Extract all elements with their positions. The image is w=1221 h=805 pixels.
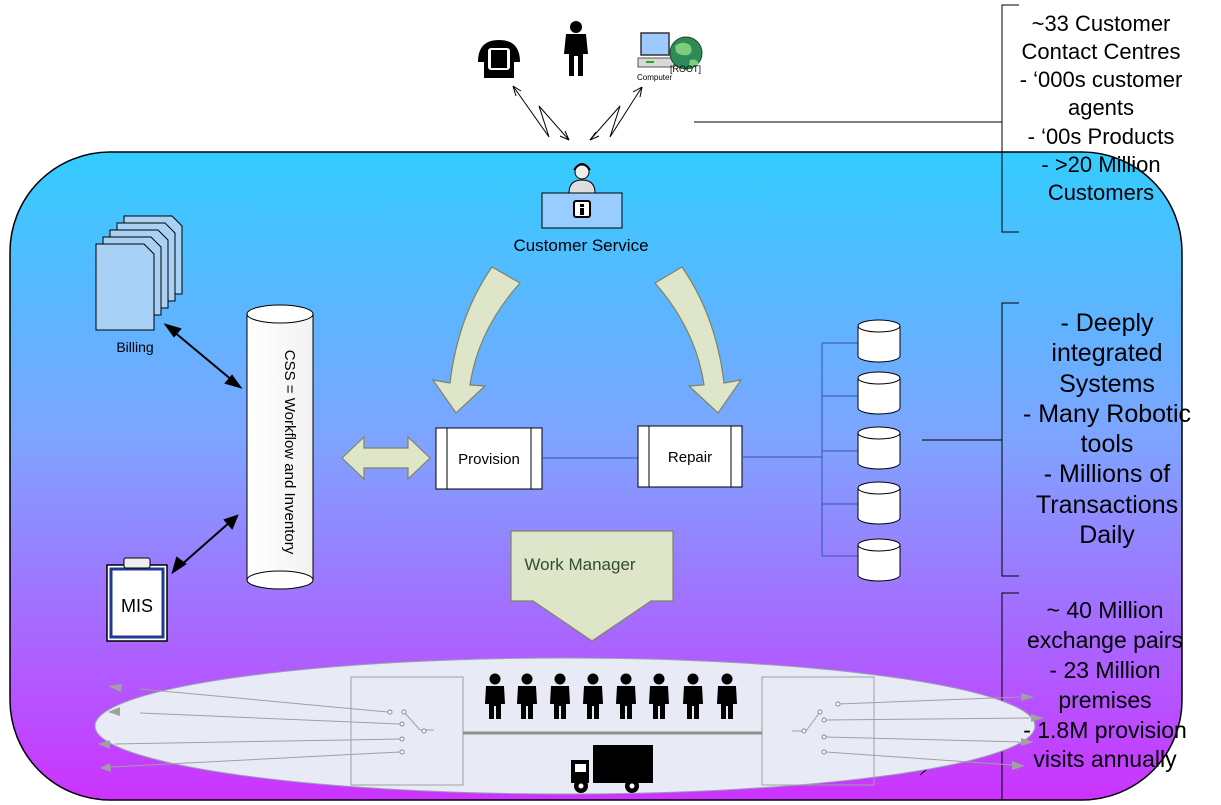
note-line: Systems	[1059, 369, 1155, 398]
database-connectors	[742, 342, 858, 557]
note-line: agents	[1067, 95, 1135, 121]
repair-box	[637, 425, 743, 488]
note-line: premises	[1058, 686, 1152, 713]
curved-arrow-right	[654, 266, 743, 414]
documents-icon	[95, 215, 183, 331]
billing-css-arrow	[163, 323, 243, 389]
note-line: - 1.8M provision	[1023, 716, 1187, 743]
note-line: - Millions of	[1043, 460, 1171, 489]
note-line: Customers	[1047, 179, 1155, 205]
systems-note: - Deeply integrated Systems - Many Robot…	[1000, 308, 1214, 550]
note-line: Contact Centres	[1021, 39, 1181, 65]
note-line: integrated	[1051, 339, 1163, 368]
switch-icon	[761, 676, 1044, 786]
note-line: - >20 Million	[1041, 151, 1161, 177]
billing-label: Billing	[116, 339, 153, 355]
note-line: ~33 Customer	[1031, 11, 1171, 36]
mis-css-arrow	[171, 514, 239, 575]
work-manager-arrow	[510, 530, 674, 642]
note-line: ~ 40 Million	[1046, 597, 1164, 623]
note-line: tools	[1080, 430, 1134, 458]
css-cylinder	[246, 304, 314, 590]
computer-label: Computer	[637, 73, 672, 82]
agent-icon	[541, 163, 623, 229]
note-line: exchange pairs	[1027, 626, 1183, 653]
contact-centres-bracket	[694, 4, 1019, 233]
telephone-icon	[478, 40, 520, 78]
systems-bracket	[922, 302, 1019, 577]
note-line: visits annually	[1033, 746, 1177, 773]
computer-globe-icon: Computer [ROOT]	[637, 32, 703, 82]
note-line: Transactions	[1035, 490, 1179, 519]
person-icon	[564, 21, 588, 76]
note-line: - ‘00s Products	[1027, 123, 1175, 149]
note-line: - 23 Million	[1049, 656, 1161, 683]
root-label: [ROOT]	[670, 64, 701, 74]
customer-service-label: Customer Service	[513, 236, 648, 255]
provision-label: Provision	[458, 451, 520, 468]
provision-box	[435, 427, 543, 490]
work-manager-label: Work Manager	[524, 555, 636, 574]
truck-icon	[571, 745, 653, 793]
note-line: - Many Robotic	[1022, 399, 1192, 428]
contact-centres-note: ~33 Customer Contact Centres - ‘000s cus…	[995, 10, 1207, 207]
css-provision-arrow	[341, 435, 431, 481]
contact-arrows	[512, 85, 643, 141]
note-line: - Deeply	[1060, 309, 1154, 337]
repair-label: Repair	[668, 449, 712, 466]
clipboard-icon	[106, 557, 168, 642]
mis-label: MIS	[121, 596, 153, 616]
database-icon	[857, 319, 901, 582]
note-line: - ‘000s customer	[1019, 67, 1183, 93]
network-note: ~ 40 Million exchange pairs - 23 Million…	[998, 596, 1212, 775]
network-ellipse	[94, 657, 1036, 795]
note-line: Daily	[1079, 520, 1135, 549]
css-cylinder-label: CSS = Workflow and Inventory	[281, 350, 298, 555]
curved-arrow-left	[431, 266, 521, 414]
switch-icon	[98, 676, 464, 786]
